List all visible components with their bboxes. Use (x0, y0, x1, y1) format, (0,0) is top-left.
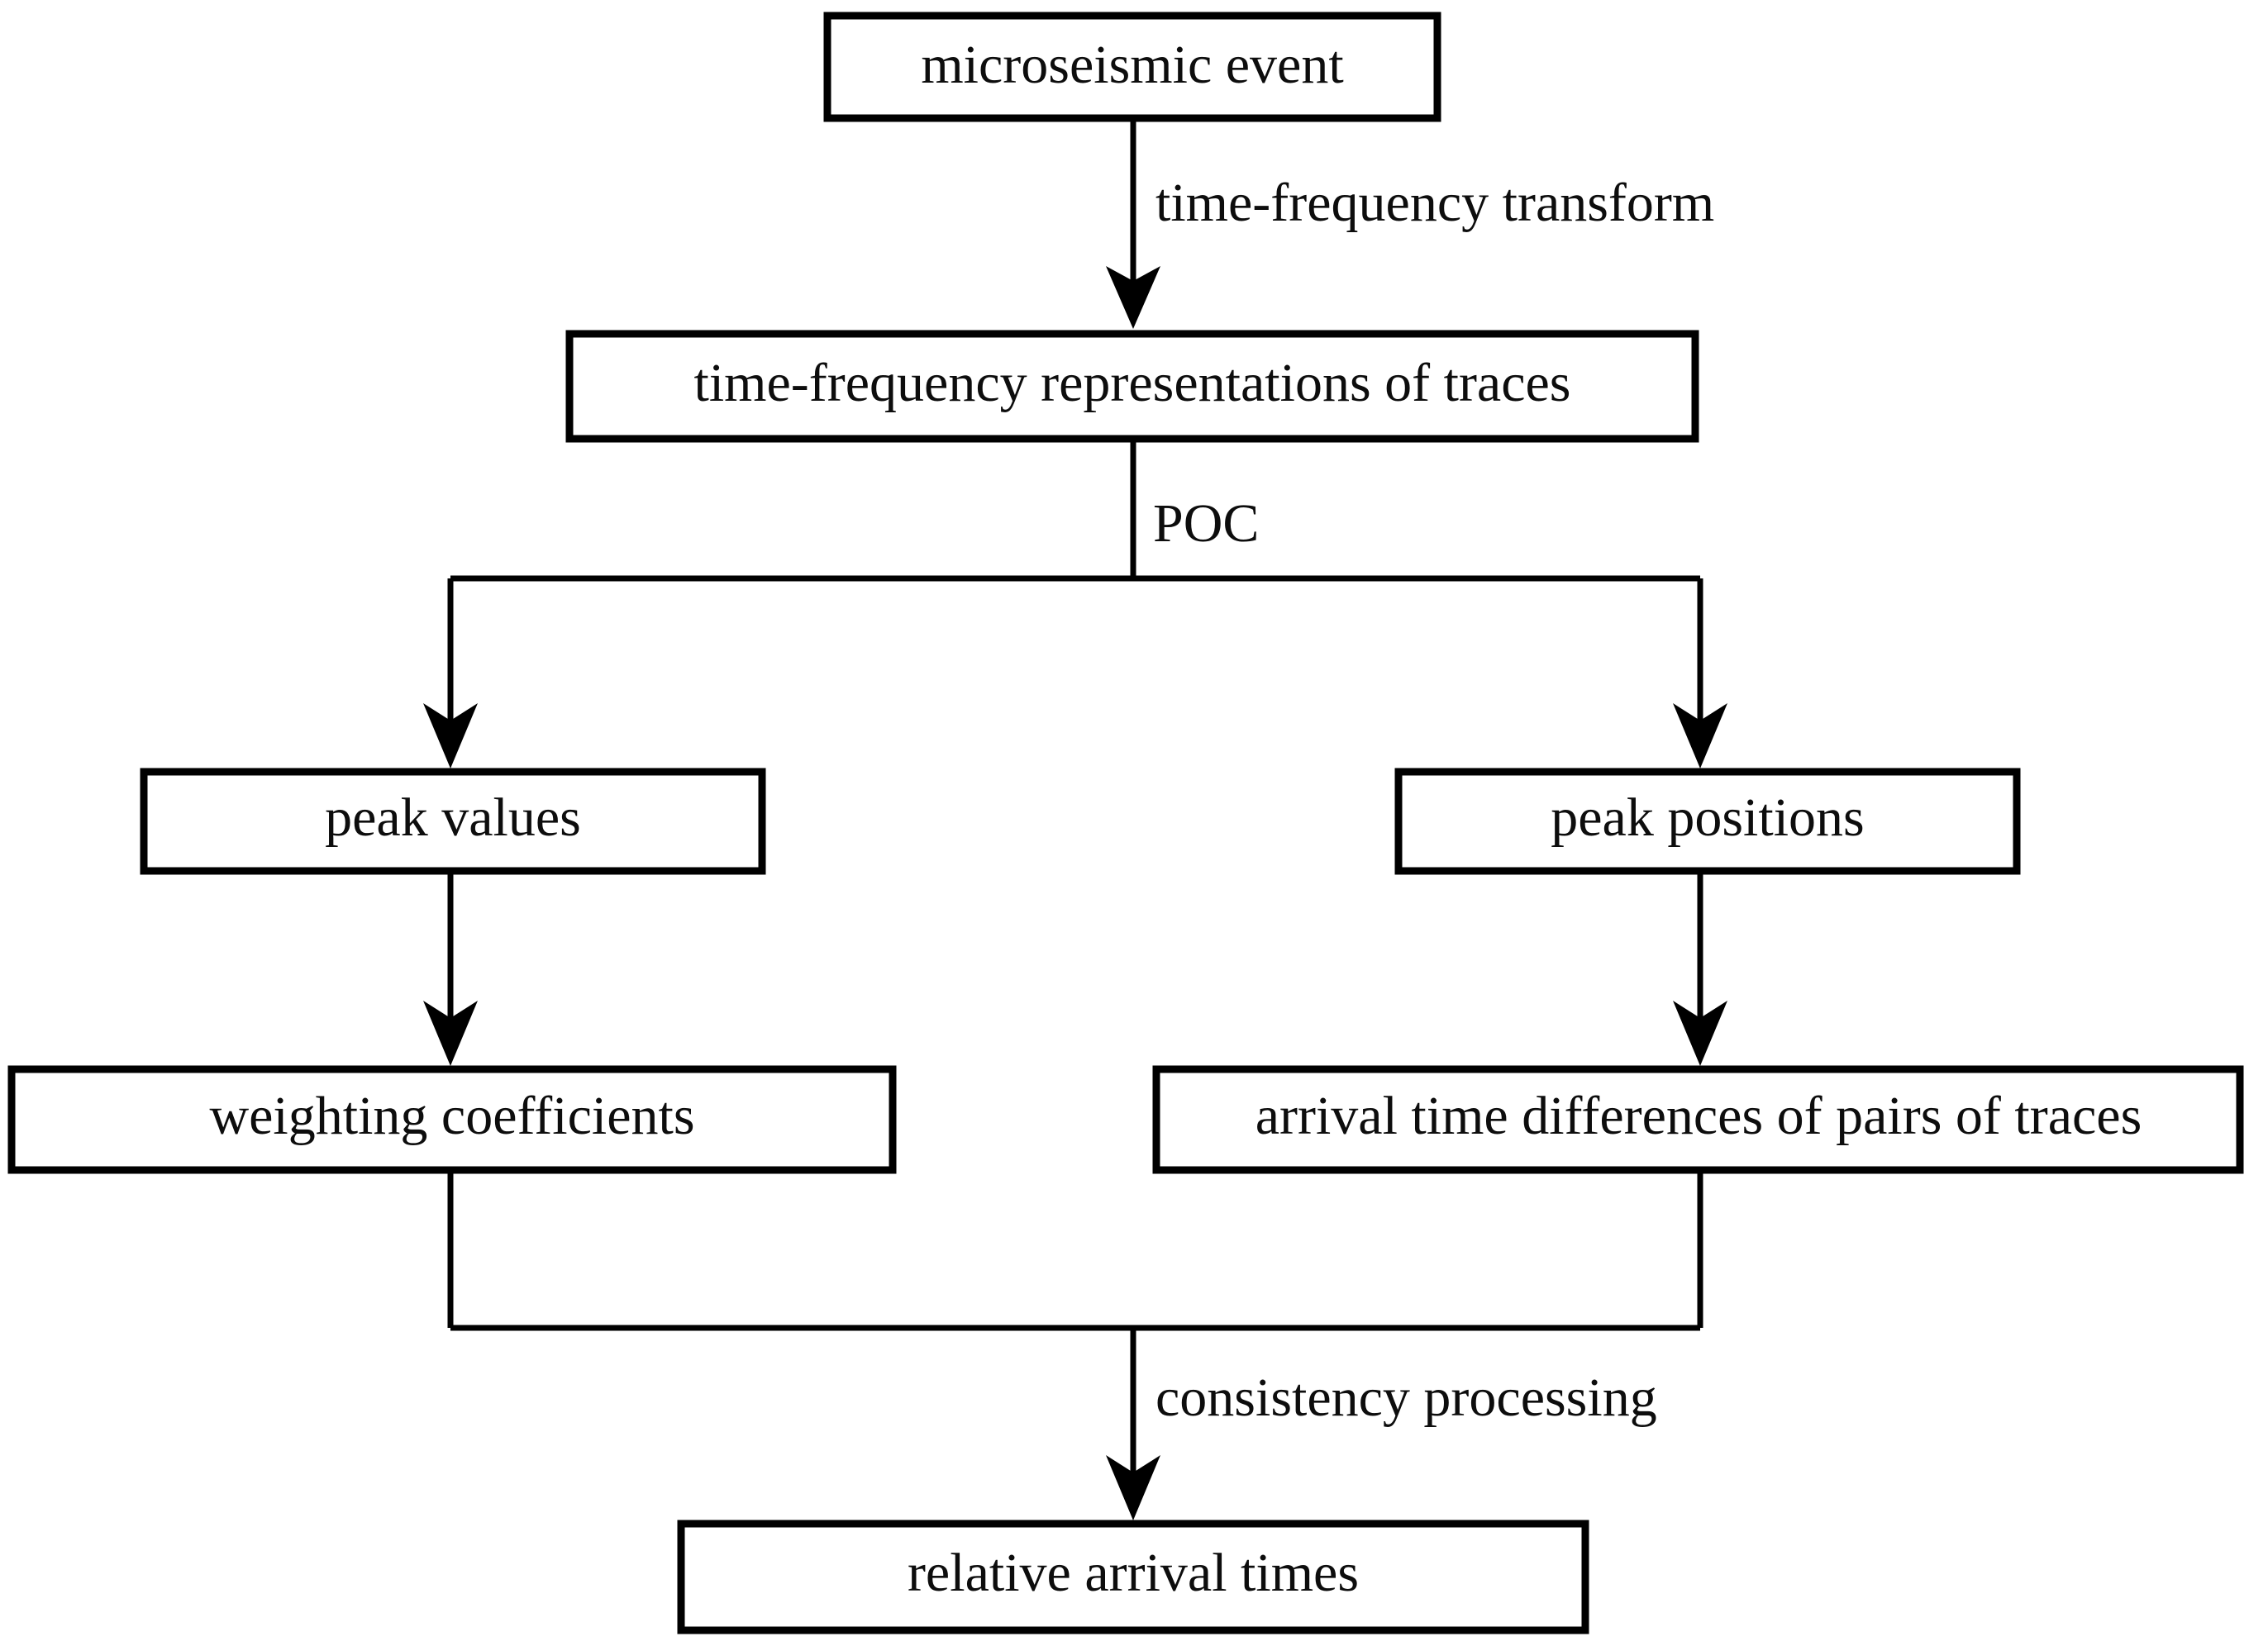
node-box-relative-arrival-times (677, 1520, 1589, 1634)
node-label-arrival-time-differences: arrival time differences of pairs of tra… (1256, 1086, 2142, 1146)
node-peak-values[interactable]: peak values (140, 768, 766, 875)
node-arrival-time-differences[interactable]: arrival time differences of pairs of tra… (1152, 1065, 2244, 1174)
arrowhead-event-to-tf (1106, 266, 1160, 329)
node-label-relative-arrival-times: relative arrival times (908, 1543, 1359, 1603)
edge-label-poc: POC (1153, 493, 1259, 554)
arrowhead-peakvalues-to-weighting (423, 1001, 478, 1066)
node-box-peak-positions (1394, 768, 2021, 875)
node-label-weighting-coefficients: weighting coefficients (209, 1086, 694, 1146)
node-box-arrival-time-differences (1152, 1065, 2244, 1174)
arrowhead-peakpositions-to-arrival (1673, 1001, 1727, 1066)
node-label-peak-positions: peak positions (1551, 787, 1864, 848)
node-weighting-coefficients[interactable]: weighting coefficients (7, 1065, 897, 1174)
edge-label-time-frequency-transform: time-frequency transform (1155, 173, 1714, 233)
node-label-tf-representations: time-frequency representations of traces (694, 353, 1571, 413)
node-relative-arrival-times[interactable]: relative arrival times (677, 1520, 1589, 1634)
node-box-microseismic-event (823, 12, 1441, 122)
node-box-weighting-coefficients (7, 1065, 897, 1174)
node-peak-positions[interactable]: peak positions (1394, 768, 2021, 875)
node-box-tf-representations (565, 330, 1699, 443)
arrowhead-bus-to-peak-values (423, 703, 478, 768)
arrowhead-bus-to-peak-positions (1673, 703, 1727, 768)
node-tf-representations[interactable]: time-frequency representations of traces (565, 330, 1699, 443)
node-label-peak-values: peak values (325, 787, 581, 848)
node-microseismic-event[interactable]: microseismic event (823, 12, 1441, 122)
edge-label-consistency-processing: consistency processing (1155, 1368, 1657, 1428)
node-label-microseismic-event: microseismic event (921, 35, 1343, 95)
arrowhead-merge-to-relative (1106, 1455, 1160, 1520)
node-box-peak-values (140, 768, 766, 875)
